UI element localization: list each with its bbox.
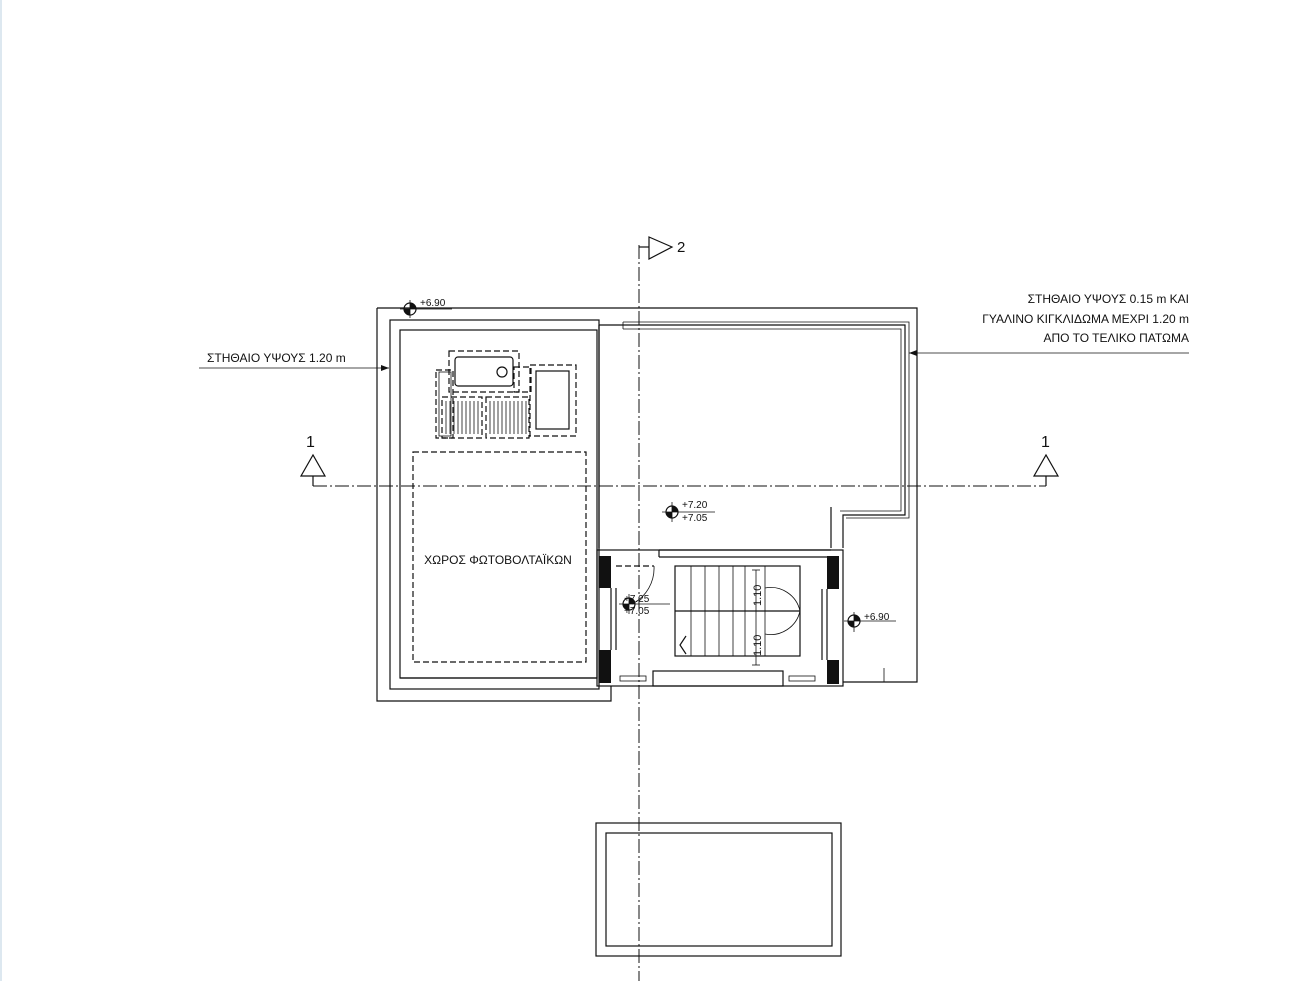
level-right: +6.90 bbox=[864, 612, 890, 623]
pv-area-dashed-box bbox=[412, 451, 587, 663]
level-top-left: +6.90 bbox=[420, 298, 446, 309]
level-stair-lower: +7.05 bbox=[624, 606, 650, 617]
section-2-label: 2 bbox=[677, 239, 685, 256]
level-marker-right: +6.90 bbox=[844, 612, 896, 632]
roof-outer-outline bbox=[376, 307, 918, 702]
section-1-left-marker: 1 bbox=[299, 434, 327, 486]
parapet-right-annotation: ΣΤΗΘΑΙΟ ΥΨΟΥΣ 0.15 m ΚΑΙ ΓΥΑΛΙΝΟ ΚΙΓΚΛΙΔ… bbox=[909, 292, 1189, 356]
level-roof-upper: +7.20 bbox=[682, 500, 708, 511]
section-1-right-label: 1 bbox=[1041, 434, 1050, 451]
level-roof-lower: +7.05 bbox=[682, 513, 708, 524]
section-1-right-marker: 1 bbox=[1032, 434, 1060, 486]
level-marker-roof: +7.20 +7.05 bbox=[662, 500, 715, 524]
pv-room bbox=[389, 319, 600, 690]
parapet-left-text: ΣΤΗΘΑΙΟ ΥΨΟΥΣ 1.20 m bbox=[207, 351, 346, 365]
level-marker-stair: +7.25 +7.05 bbox=[619, 594, 670, 617]
dimension-upper-flight: 1.10 bbox=[752, 585, 764, 606]
section-1-left-label: 1 bbox=[306, 434, 315, 451]
terrace-railing bbox=[598, 321, 910, 548]
solar-heater-equipment bbox=[435, 350, 577, 439]
lower-rectangle bbox=[595, 822, 842, 957]
parapet-right-text-2: ΓΥΑΛΙΝΟ ΚΙΓΚΛΙΔΩΜΑ ΜΕΧΡΙ 1.20 m bbox=[982, 312, 1189, 326]
parapet-right-text-1: ΣΤΗΘΑΙΟ ΥΨΟΥΣ 0.15 m ΚΑΙ bbox=[1028, 292, 1189, 306]
parapet-left-annotation: ΣΤΗΘΑΙΟ ΥΨΟΥΣ 1.20 m bbox=[199, 351, 389, 371]
level-stair-upper: +7.25 bbox=[624, 594, 650, 605]
stairwell: 1.10 1.10 bbox=[596, 549, 844, 687]
dimension-lower-flight: 1.10 bbox=[752, 635, 764, 656]
pv-area-label: ΧΩΡΟΣ ΦΩΤΟΒΟΛΤΑΪΚΩΝ bbox=[424, 553, 572, 567]
parapet-right-text-3: ΑΠΟ ΤΟ ΤΕΛΙΚΟ ΠΑΤΩΜΑ bbox=[1043, 331, 1189, 345]
level-marker-top-left: +6.90 bbox=[400, 298, 452, 318]
section-2-marker: 2 bbox=[639, 236, 685, 260]
